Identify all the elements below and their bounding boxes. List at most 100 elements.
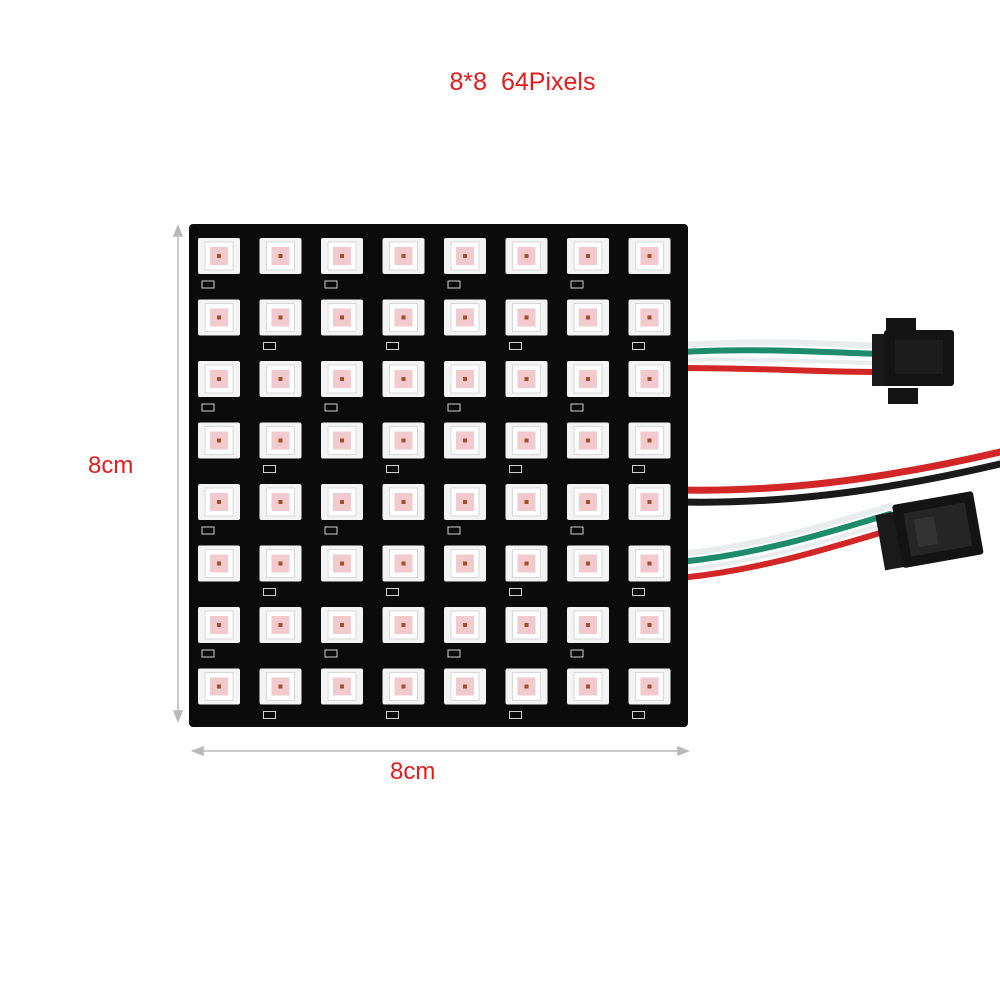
resistor-pad: [386, 711, 399, 719]
lower-cable: [677, 503, 893, 581]
led-matrix-board: [189, 224, 688, 727]
smd-led-icon: [628, 238, 671, 274]
smd-led-icon: [444, 545, 486, 582]
resistor-pad: [263, 465, 276, 473]
smd-led-icon: [505, 607, 548, 643]
smd-led-icon: [567, 422, 609, 459]
resistor-pad: [509, 342, 522, 350]
smd-led-icon: [198, 545, 240, 582]
resistor-pad: [324, 649, 338, 658]
smd-led-icon: [382, 668, 425, 705]
smd-led-icon: [259, 238, 302, 274]
smd-led-icon: [382, 361, 425, 397]
smd-led-icon: [321, 607, 363, 643]
smd-led-icon: [628, 545, 671, 582]
resistor-pad: [632, 342, 645, 350]
smd-led-icon: [444, 299, 486, 336]
smd-led-icon: [382, 607, 425, 643]
smd-led-icon: [444, 484, 486, 520]
resistor-pad: [632, 711, 645, 719]
smd-led-icon: [628, 484, 671, 520]
smd-led-icon: [567, 484, 609, 520]
smd-led-icon: [321, 238, 363, 274]
resistor-pad: [632, 588, 645, 596]
resistor-pad: [386, 465, 399, 473]
smd-led-icon: [444, 238, 486, 274]
smd-led-icon: [321, 361, 363, 397]
smd-led-icon: [198, 607, 240, 643]
smd-led-icon: [628, 422, 671, 459]
smd-led-icon: [444, 422, 486, 459]
resistor-pad: [632, 465, 645, 473]
resistor-pad: [570, 649, 584, 658]
smd-led-icon: [567, 299, 609, 336]
resistor-pad: [570, 280, 584, 289]
led-grid: [198, 238, 671, 719]
smd-led-icon: [259, 484, 302, 520]
smd-led-icon: [382, 422, 425, 459]
resistor-pad: [201, 526, 215, 535]
smd-led-icon: [505, 484, 548, 520]
resistor-pad: [447, 649, 461, 658]
smd-led-icon: [505, 668, 548, 705]
smd-led-icon: [321, 299, 363, 336]
lower-connector: [875, 491, 984, 571]
smd-led-icon: [198, 422, 240, 459]
smd-led-icon: [382, 484, 425, 520]
resistor-pad: [386, 588, 399, 596]
smd-led-icon: [259, 299, 302, 336]
smd-led-icon: [382, 238, 425, 274]
smd-led-icon: [198, 238, 240, 274]
resistor-pad: [201, 649, 215, 658]
resistor-pad: [447, 526, 461, 535]
smd-led-icon: [628, 361, 671, 397]
product-title: 8*8 64Pixels: [449, 68, 596, 96]
power-cable: [676, 448, 1000, 506]
smd-led-icon: [198, 299, 240, 336]
smd-led-icon: [382, 545, 425, 582]
smd-led-icon: [259, 361, 302, 397]
smd-led-icon: [628, 668, 671, 705]
width-dimension-line: [190, 745, 691, 757]
smd-led-icon: [567, 545, 609, 582]
resistor-pad: [509, 588, 522, 596]
smd-led-icon: [567, 668, 609, 705]
smd-led-icon: [198, 668, 240, 705]
smd-led-icon: [444, 668, 486, 705]
smd-led-icon: [567, 361, 609, 397]
height-label: 8cm: [88, 452, 134, 479]
smd-led-icon: [444, 607, 486, 643]
resistor-pad: [324, 403, 338, 412]
smd-led-icon: [628, 607, 671, 643]
smd-led-icon: [505, 545, 548, 582]
smd-led-icon: [321, 422, 363, 459]
resistor-pad: [263, 711, 276, 719]
resistor-pad: [509, 711, 522, 719]
resistor-pad: [201, 403, 215, 412]
smd-led-icon: [198, 484, 240, 520]
resistor-pad: [570, 526, 584, 535]
resistor-pad: [324, 280, 338, 289]
smd-led-icon: [259, 545, 302, 582]
smd-led-icon: [444, 361, 486, 397]
resistor-pad: [447, 403, 461, 412]
smd-led-icon: [259, 422, 302, 459]
upper-connector: [872, 318, 954, 404]
resistor-pad: [263, 342, 276, 350]
smd-led-icon: [505, 238, 548, 274]
smd-led-icon: [505, 422, 548, 459]
smd-led-icon: [321, 545, 363, 582]
resistor-pad: [263, 588, 276, 596]
resistor-pad: [201, 280, 215, 289]
resistor-pad: [509, 465, 522, 473]
smd-led-icon: [505, 299, 548, 336]
resistor-pad: [570, 403, 584, 412]
smd-led-icon: [259, 607, 302, 643]
smd-led-icon: [198, 361, 240, 397]
resistor-pad: [386, 342, 399, 350]
smd-led-icon: [505, 361, 548, 397]
resistor-pad: [447, 280, 461, 289]
upper-cable: [677, 339, 883, 375]
resistor-pad: [324, 526, 338, 535]
